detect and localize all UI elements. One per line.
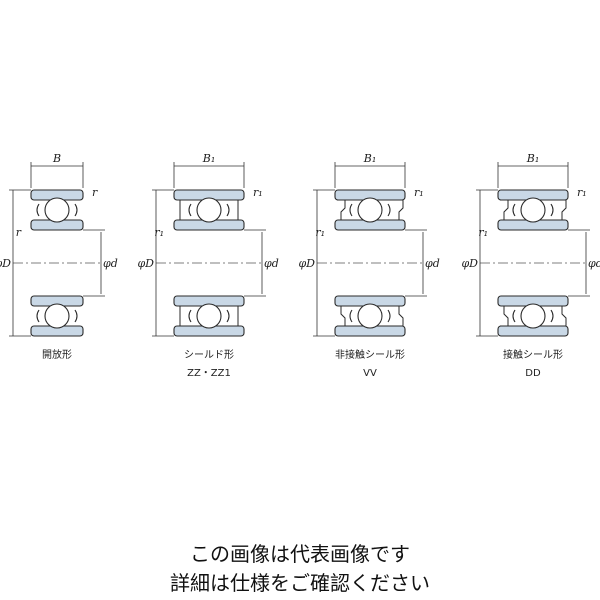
upper-section xyxy=(173,189,245,231)
bearing-open xyxy=(9,162,105,337)
right-seal xyxy=(558,306,567,327)
outer-diameter-label: φD xyxy=(137,257,154,270)
width-label: B₁ xyxy=(526,152,540,165)
check-specifications-note: 詳細は仕様をご確認ください xyxy=(170,571,430,595)
bore-diameter-label: φd xyxy=(103,257,118,270)
bearing-type-name: 開放形 xyxy=(42,348,72,361)
outer-diameter-label: φD xyxy=(0,257,11,270)
ball xyxy=(44,197,70,223)
left-seal xyxy=(500,306,509,327)
outer-diameter-label: φD xyxy=(461,257,478,270)
cage xyxy=(512,203,554,217)
bore-diameter-label: φd xyxy=(588,257,600,270)
chamfer-label-inner: r₁ xyxy=(478,226,488,239)
left-seal xyxy=(337,306,346,327)
bearing-type-code: DD xyxy=(525,368,541,379)
lower-section xyxy=(497,295,569,337)
upper-section xyxy=(497,189,569,231)
bearing-type-code: VV xyxy=(363,368,377,379)
bearing-shield xyxy=(152,162,266,337)
lower-section xyxy=(30,295,84,337)
chamfer-label-inner: r₁ xyxy=(154,226,164,239)
chamfer-label-outer: r₁ xyxy=(577,186,587,199)
ball xyxy=(357,197,383,223)
width-label: B₁ xyxy=(363,152,377,165)
representative-image-note: この画像は代表画像です xyxy=(190,542,410,566)
cage xyxy=(36,309,78,323)
cage xyxy=(36,203,78,217)
width-label: B₁ xyxy=(202,152,216,165)
right-seal xyxy=(395,306,404,327)
bearing-type-name: 接触シール形 xyxy=(503,348,563,361)
cage xyxy=(512,309,554,323)
cage xyxy=(349,203,391,217)
ball xyxy=(520,303,546,329)
bearing-type-code: ZZ・ZZ1 xyxy=(187,368,231,379)
right-seal xyxy=(395,199,404,220)
chamfer-label-inner: r₁ xyxy=(315,226,325,239)
ball xyxy=(44,303,70,329)
bearing-noncontact xyxy=(313,162,427,337)
ball xyxy=(196,197,222,223)
width-label: B xyxy=(52,152,61,165)
bore-diameter-label: φd xyxy=(264,257,279,270)
lower-section xyxy=(334,295,406,337)
cage xyxy=(188,309,230,323)
cage xyxy=(188,203,230,217)
upper-section xyxy=(334,189,406,231)
ball xyxy=(196,303,222,329)
outer-diameter-label: φD xyxy=(298,257,315,270)
ball xyxy=(357,303,383,329)
chamfer-label-outer: r₁ xyxy=(414,186,424,199)
left-seal xyxy=(500,199,509,220)
right-seal xyxy=(558,199,567,220)
ball xyxy=(520,197,546,223)
lower-section xyxy=(173,295,245,337)
bearing-type-name: 非接触シール形 xyxy=(335,348,405,361)
upper-section xyxy=(30,189,84,231)
bearing-contact xyxy=(476,162,590,337)
chamfer-label-inner: r xyxy=(16,226,22,239)
bearing-type-name: シールド形 xyxy=(184,349,234,361)
chamfer-label-outer: r xyxy=(92,186,98,199)
chamfer-label-outer: r₁ xyxy=(253,186,263,199)
bore-diameter-label: φd xyxy=(425,257,440,270)
left-seal xyxy=(337,199,346,220)
cage xyxy=(349,309,391,323)
